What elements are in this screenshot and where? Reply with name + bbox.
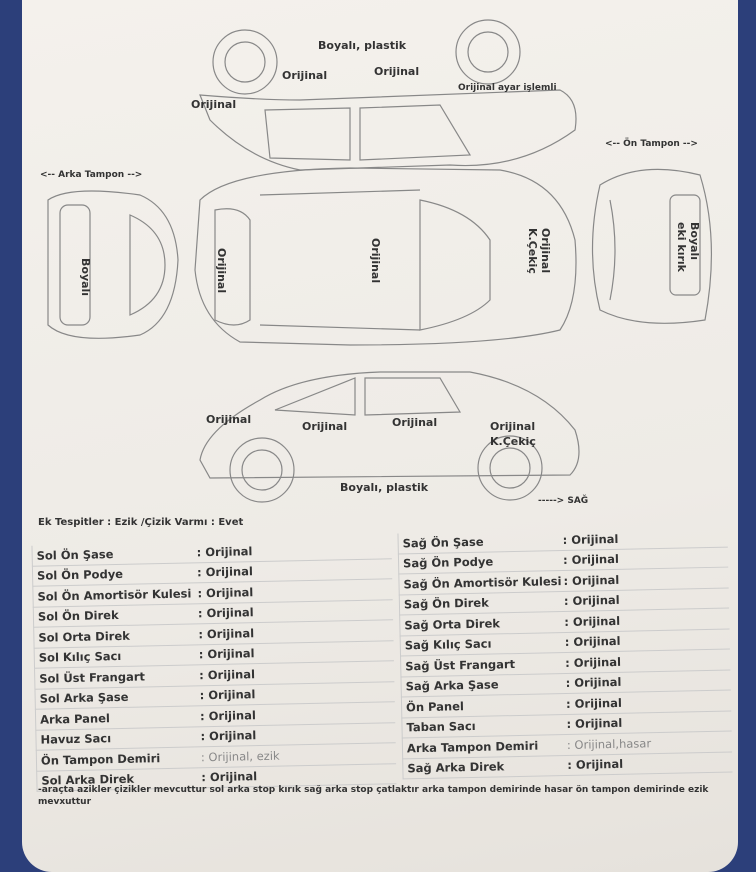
car-top-view [194,167,577,346]
front-view-label-2: eki kırık [675,222,688,272]
part-name: Sol Orta Direk [38,628,130,645]
roof-label: Boyalı, plastik [318,39,407,52]
part-name: Ön Tampon Demiri [40,750,161,768]
rear-bumper-label: <-- Arka Tampon --> [40,170,143,180]
rear-view-label: Boyalı [79,258,92,297]
trunk-label: Orijinal [191,98,237,111]
part-name: Sağ Arka Direk [407,759,505,776]
part-status: : Orijinal [198,625,255,642]
part-name: Sağ Üst Frangart [405,656,516,674]
part-name: Ön Panel [405,698,465,715]
part-name: Sol Üst Frangart [39,669,146,686]
part-status: : Orijinal [562,531,619,547]
part-status: : Orijinal [565,675,622,691]
fender-label: Orijinal ayar işlemli [458,83,557,93]
part-name: Sol Kılıç Sacı [38,649,122,665]
part-status: : Orijinal [564,613,621,629]
part-status: : Orijinal [199,666,256,683]
side-rear-door-label: Orijinal [302,420,348,433]
part-name: Sol Ön Direk [37,608,119,624]
notes-text: -araçta azikler çizikler mevcuttur sol a… [38,785,709,807]
part-name: Sol Ön Şase [36,546,114,563]
car-right-side-view [199,371,580,503]
part-status: : Orijinal [197,605,254,621]
part-name: Sol Ön Podye [36,567,124,583]
part-status: : Orijinal [199,707,256,724]
part-status: : Orijinal [562,552,619,568]
rear-door-label: Orijinal [282,69,328,82]
part-status: : Orijinal [565,654,622,670]
part-name: Havuz Sacı [40,731,112,747]
part-name: Arka Panel [39,710,111,727]
part-status: : Orijinal [199,687,256,703]
part-status: : Orijinal [566,716,623,732]
part-status: : Orijinal [196,543,253,560]
part-name: Sağ Ön Direk [403,595,489,612]
part-name: Sol Arka Şase [39,690,129,706]
hood-label: Orijinal [539,228,552,274]
findings-header: Ek Tespitler : Ezik /Çizik Varmı : Evet [38,517,244,528]
right-direction-label: -----> SAĞ [538,496,589,506]
part-status: : Orijinal [567,757,624,773]
part-status: : Orijinal [563,593,620,609]
part-status: : Orijinal [198,646,255,662]
part-name: Sağ Ön Podye [402,554,494,571]
side-rear-label: Orijinal [206,413,252,426]
car-left-side-view [199,19,577,171]
part-status: : Orijinal, ezik [200,748,280,765]
car-front-view [591,168,712,324]
car-diagram [47,19,712,503]
hood-note-label: K.Çekiç [526,228,539,274]
part-status: : Orijinal [564,634,621,650]
part-name: Sağ Ön Amortisör Kulesi [403,573,562,592]
part-status: : Orijinal [196,564,253,580]
side-front-note-label: K.Çekiç [490,435,536,448]
front-bumper-label: <-- Ön Tampon --> [605,139,698,149]
front-door-label: Orijinal [374,65,420,78]
part-status: : Orijinal [200,728,257,744]
part-status: : Orijinal,hasar [566,735,652,752]
part-status: : Orijinal [563,572,620,588]
part-status: : Orijinal [201,769,258,785]
rear-top-label: Orijinal [215,248,228,294]
inspection-paper [22,0,738,872]
front-view-label-1: Boyalı [688,222,701,261]
part-name: Sağ Arka Şase [405,677,499,694]
side-bottom-label: Boyalı, plastik [340,481,429,494]
part-name: Sol Ön Amortisör Kulesi [37,586,192,604]
side-front-label: Orijinal [490,420,536,433]
part-name: Sağ Ön Şase [402,534,484,551]
car-rear-view [47,190,179,339]
part-name: Sağ Orta Direk [404,616,501,633]
side-front-door-label: Orijinal [392,416,438,429]
part-name: Taban Sacı [406,719,476,735]
roof-top-label: Orijinal [369,238,382,284]
part-name: Sağ Kılıç Sacı [404,636,492,653]
part-status: : Orijinal [565,695,622,711]
part-status: : Orijinal [197,584,254,601]
part-name: Arka Tampon Demiri [406,738,539,756]
